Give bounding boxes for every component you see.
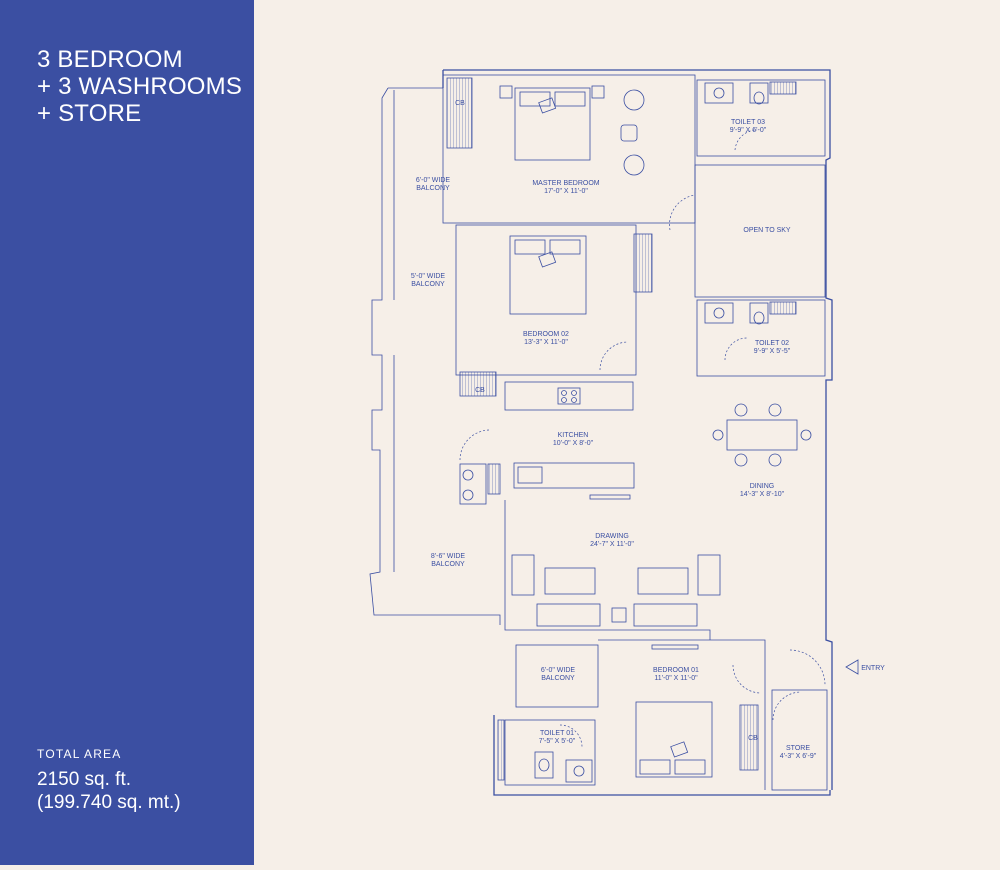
bedroom-01-name: BEDROOM 01: [653, 667, 699, 674]
balcony-6-wide-top-line1: 6'-0" WIDE: [416, 177, 450, 184]
toilet-02-size: 9'-9" X 5'-5": [754, 348, 791, 355]
toilet-01: TOILET 01 7'-5" X 5'-0": [497, 719, 596, 786]
dining: DINING 14'-3" X 8'-10": [712, 403, 812, 498]
store: STORE 4'-3" X 6'-9": [771, 649, 828, 791]
balcony-5-wide-line1: 5'-0" WIDE: [411, 273, 445, 280]
drawing-name: DRAWING: [595, 533, 629, 540]
floor-plan-drawing: MASTER BEDROOM 17'-0" X 11'-0" CB TOILET…: [369, 69, 885, 796]
balcony-6-wide-bottom-line2: BALCONY: [541, 675, 575, 682]
toilet-03-name: TOILET 03: [731, 119, 765, 126]
balcony-6-wide-top-line2: BALCONY: [416, 185, 450, 192]
entry-label: ENTRY: [861, 665, 885, 672]
toilet-01-size: 7'-5" X 5'-0": [539, 738, 576, 745]
dining-name: DINING: [750, 483, 775, 490]
floor-plan: MASTER BEDROOM 17'-0" X 11'-0" CB TOILET…: [254, 0, 1000, 865]
store-name: STORE: [786, 745, 810, 752]
store-size: 4'-3" X 6'-9": [780, 753, 817, 760]
balcony-6-wide-bottom-line1: 6'-0" WIDE: [541, 667, 575, 674]
dining-size: 14'-3" X 8'-10": [740, 491, 785, 498]
bedroom-02-name: BEDROOM 02: [523, 331, 569, 338]
area-sqft: 2150 sq. ft.: [37, 769, 132, 790]
cb-label-2: CB: [475, 387, 485, 394]
toilet-03: TOILET 03 9'-9" X 6'-0": [696, 79, 826, 157]
master-bedroom-name: MASTER BEDROOM: [532, 180, 599, 187]
open-to-sky-label: OPEN TO SKY: [743, 227, 791, 234]
toilet-02: TOILET 02 9'-9" X 5'-5": [696, 299, 826, 377]
total-area-value: 2150 sq. ft. (199.740 sq. mt.): [37, 768, 181, 814]
total-area-label: TOTAL AREA: [37, 747, 122, 761]
balcony-5-wide-line2: BALCONY: [411, 281, 445, 288]
entry-arrow-icon: [845, 659, 859, 675]
toilet-01-name: TOILET 01: [540, 730, 574, 737]
title-line-2: + 3 WASHROOMS: [37, 73, 243, 100]
master-bedroom: MASTER BEDROOM 17'-0" X 11'-0" CB: [442, 74, 696, 231]
left-balcony-outline: [369, 87, 501, 625]
drawing-room: DRAWING 24'-7" X 11'-0": [504, 500, 721, 640]
bedroom-01-size: 11'-0" X 11'-0": [654, 675, 698, 682]
kitchen-size: 10'-0" X 8'-0": [553, 440, 594, 447]
kitchen: KITCHEN 10'-0" X 8'-0": [459, 381, 635, 505]
title-line-3: + STORE: [37, 100, 142, 127]
cb-label-1: CB: [455, 100, 465, 107]
entry-marker: ENTRY: [845, 659, 885, 675]
balcony-6-wide-bottom: 6'-0" WIDE BALCONY: [515, 644, 599, 708]
title-line-1: 3 BEDROOM: [37, 46, 183, 73]
unit-title: 3 BEDROOM + 3 WASHROOMS + STORE: [37, 46, 242, 127]
area-sqmt: (199.740 sq. mt.): [37, 792, 181, 813]
bedroom-02-size: 13'-3" X 11'-0": [524, 339, 568, 346]
cb-label-3: CB: [748, 735, 758, 742]
outer-walls: [442, 69, 833, 796]
open-to-sky: OPEN TO SKY: [694, 164, 826, 298]
balcony-8-6-wide-line1: 8'-6" WIDE: [431, 553, 465, 560]
toilet-02-name: TOILET 02: [755, 340, 789, 347]
balcony-8-6-wide-line2: BALCONY: [431, 561, 465, 568]
kitchen-name: KITCHEN: [558, 432, 589, 439]
drawing-size: 24'-7" X 11'-0": [590, 541, 634, 548]
sidebar-panel: 3 BEDROOM + 3 WASHROOMS + STORE TOTAL AR…: [0, 0, 254, 865]
bedroom-01: BEDROOM 01 11'-0" X 11'-0" CB: [598, 639, 766, 790]
master-bedroom-size: 17'-0" X 11'-0": [544, 188, 588, 195]
bedroom-02: BEDROOM 02 13'-3" X 11'-0" CB: [455, 224, 653, 397]
toilet-03-size: 9'-9" X 6'-0": [730, 127, 767, 134]
